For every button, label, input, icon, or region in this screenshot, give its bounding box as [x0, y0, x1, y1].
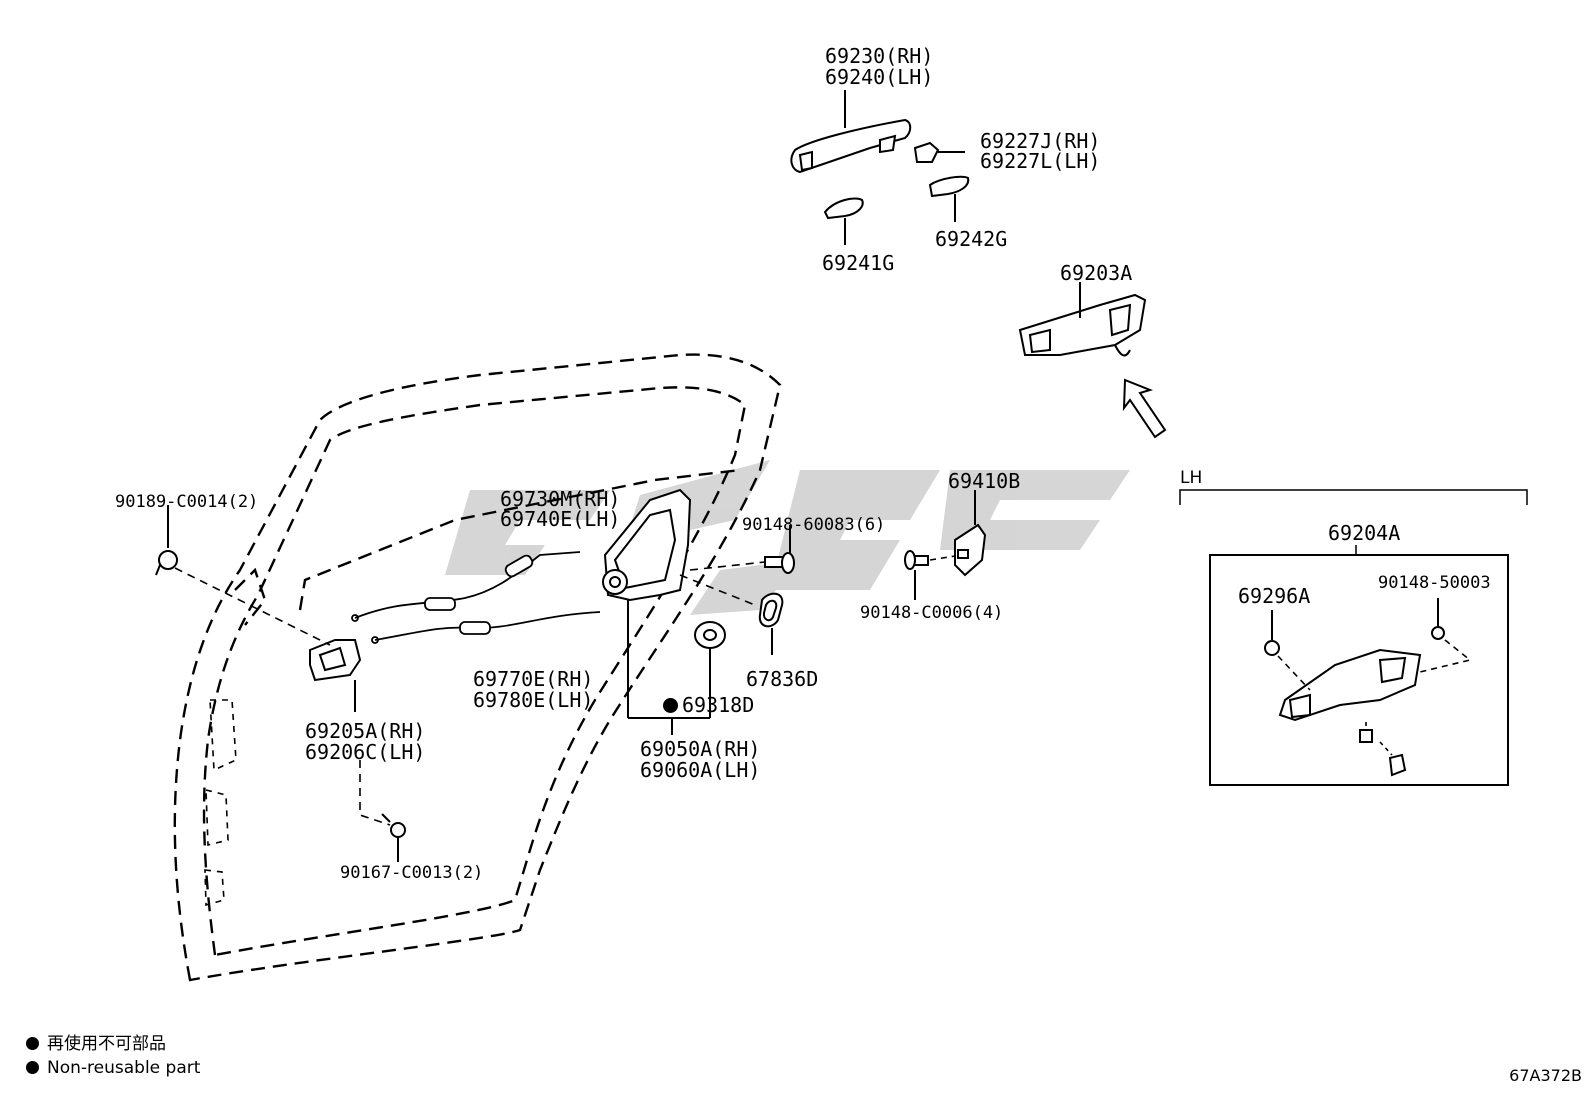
lh-bracket	[1179, 489, 1528, 505]
label-90189: 90189-C0014(2)	[115, 492, 259, 512]
label-69296a: 69296A	[1238, 584, 1311, 608]
legend-text-ja: 再使用不可部品	[47, 1034, 166, 1054]
label-69770e: 69770E(RH)	[473, 667, 594, 691]
screw-90148-60083	[764, 552, 795, 574]
label-90167: 90167-C0013(2)	[340, 863, 484, 883]
label-69060a: 69060A(LH)	[640, 758, 761, 782]
illustration-code: 67A372B	[1509, 1066, 1582, 1085]
label-69203a: 69203A	[1060, 261, 1133, 285]
label-69410b: 69410B	[948, 469, 1021, 493]
lh-screw-90148-50003	[1431, 626, 1445, 640]
label-69227j: 69227J(RH)	[980, 129, 1101, 153]
label-69241g: 69241G	[822, 251, 895, 275]
label-69206c: 69206C(LH)	[305, 740, 426, 764]
direction-arrow	[1122, 378, 1167, 439]
handle-pad-rear	[928, 175, 970, 198]
lock-cables	[351, 551, 601, 644]
label-69227l: 69227L(LH)	[980, 149, 1101, 173]
lh-box	[1209, 554, 1509, 786]
label-69205a: 69205A(RH)	[305, 719, 426, 743]
label-69050a: 69050A(RH)	[640, 737, 761, 761]
legend-line-en: Non-reusable part	[26, 1056, 200, 1080]
outside-handle	[790, 118, 912, 174]
gasket-67836D	[758, 592, 784, 628]
screw-90148-C0006	[904, 550, 929, 570]
label-69780e: 69780E(LH)	[473, 688, 594, 712]
label-lh-tag: LH	[1180, 468, 1203, 488]
label-69230: 69230(RH)	[825, 44, 934, 68]
handle-frame	[1018, 293, 1147, 357]
door-frame	[173, 353, 782, 982]
handle-pad-front	[823, 197, 864, 220]
legend-line-ja: 再使用不可部品	[26, 1032, 166, 1056]
label-69318d-text: 69318D	[682, 693, 755, 717]
handle-cap	[913, 141, 940, 163]
lh-screw-69296A	[1264, 640, 1280, 656]
label-69740e: 69740E(LH)	[500, 507, 621, 531]
non-reusable-dot-icon	[663, 698, 678, 713]
door-latch	[309, 639, 362, 682]
label-67836d: 67836D	[746, 667, 819, 691]
door-inner-panel	[204, 699, 237, 907]
washer-69318D	[694, 621, 726, 649]
label-69318d: 69318D	[663, 694, 754, 716]
door-lock-assembly	[602, 488, 692, 602]
striker-69410B	[954, 523, 987, 577]
screw-90167	[381, 813, 406, 838]
legend-text-en: Non-reusable part	[47, 1058, 201, 1078]
label-90148-c0006: 90148-C0006(4)	[860, 603, 1004, 623]
lh-handle-frame	[1278, 648, 1422, 722]
label-69204a: 69204A	[1328, 521, 1401, 545]
screw-90189	[155, 550, 178, 576]
legend-dot-icon	[26, 1061, 39, 1074]
lh-clip	[1359, 729, 1407, 777]
label-69240: 69240(LH)	[825, 65, 934, 89]
legend-dot-icon	[26, 1037, 39, 1050]
label-90148-50003: 90148-50003	[1378, 573, 1491, 593]
label-90148-60083: 90148-60083(6)	[742, 515, 886, 535]
watermark-logo	[445, 460, 1130, 615]
label-69730m: 69730M(RH)	[500, 487, 621, 511]
label-69242g: 69242G	[935, 227, 1008, 251]
